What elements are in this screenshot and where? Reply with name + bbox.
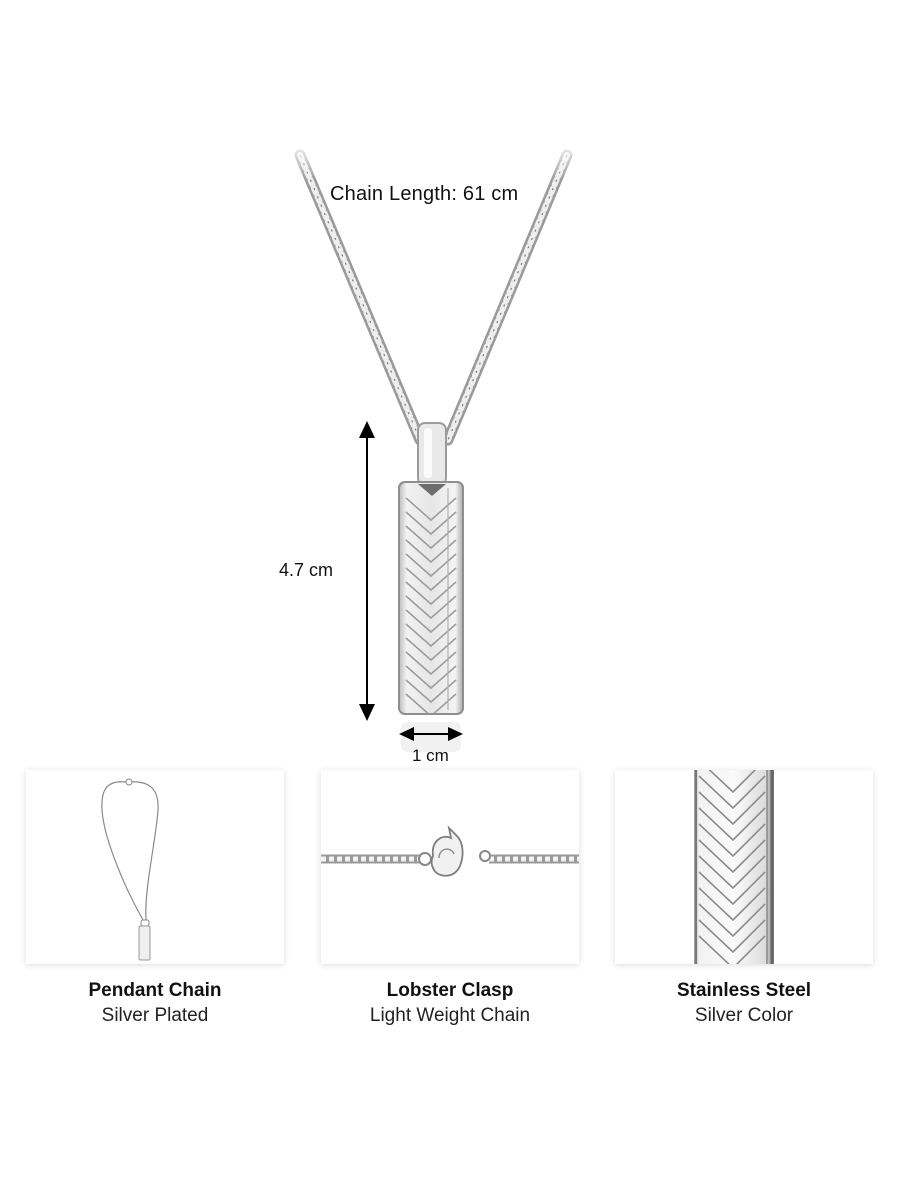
- feature-subtitle: Light Weight Chain: [369, 1005, 531, 1026]
- feature-title: Stainless Steel: [676, 980, 812, 1001]
- height-dimension-arrow: [359, 421, 375, 721]
- feature-caption-lobster-clasp: Lobster Clasp Light Weight Chain: [321, 980, 579, 1030]
- feature-subtitle: Silver Color: [694, 1005, 794, 1026]
- feature-caption-pendant-chain: Pendant Chain Silver Plated: [26, 980, 284, 1030]
- chain-right-strand: [442, 149, 573, 446]
- feature-title: Pendant Chain: [88, 980, 222, 1001]
- width-dimension-arrow: [399, 727, 463, 741]
- necklace-hero-image: [280, 140, 600, 752]
- feature-title: Lobster Clasp: [386, 980, 514, 1001]
- feature-image-lobster-clasp: [321, 770, 579, 964]
- chain-length-label: Chain Length: 61 cm: [328, 183, 521, 206]
- pendant-width-label: 1 cm: [412, 746, 449, 765]
- feature-image-stainless-steel: [615, 770, 873, 964]
- bar-pendant: [398, 481, 464, 715]
- feature-image-pendant-chain: [26, 770, 284, 964]
- pendant-height-label: 4.7 cm: [279, 560, 334, 580]
- feature-subtitle: Silver Plated: [101, 1005, 209, 1026]
- feature-caption-stainless-steel: Stainless Steel Silver Color: [615, 980, 873, 1030]
- chain-left-strand: [294, 149, 426, 446]
